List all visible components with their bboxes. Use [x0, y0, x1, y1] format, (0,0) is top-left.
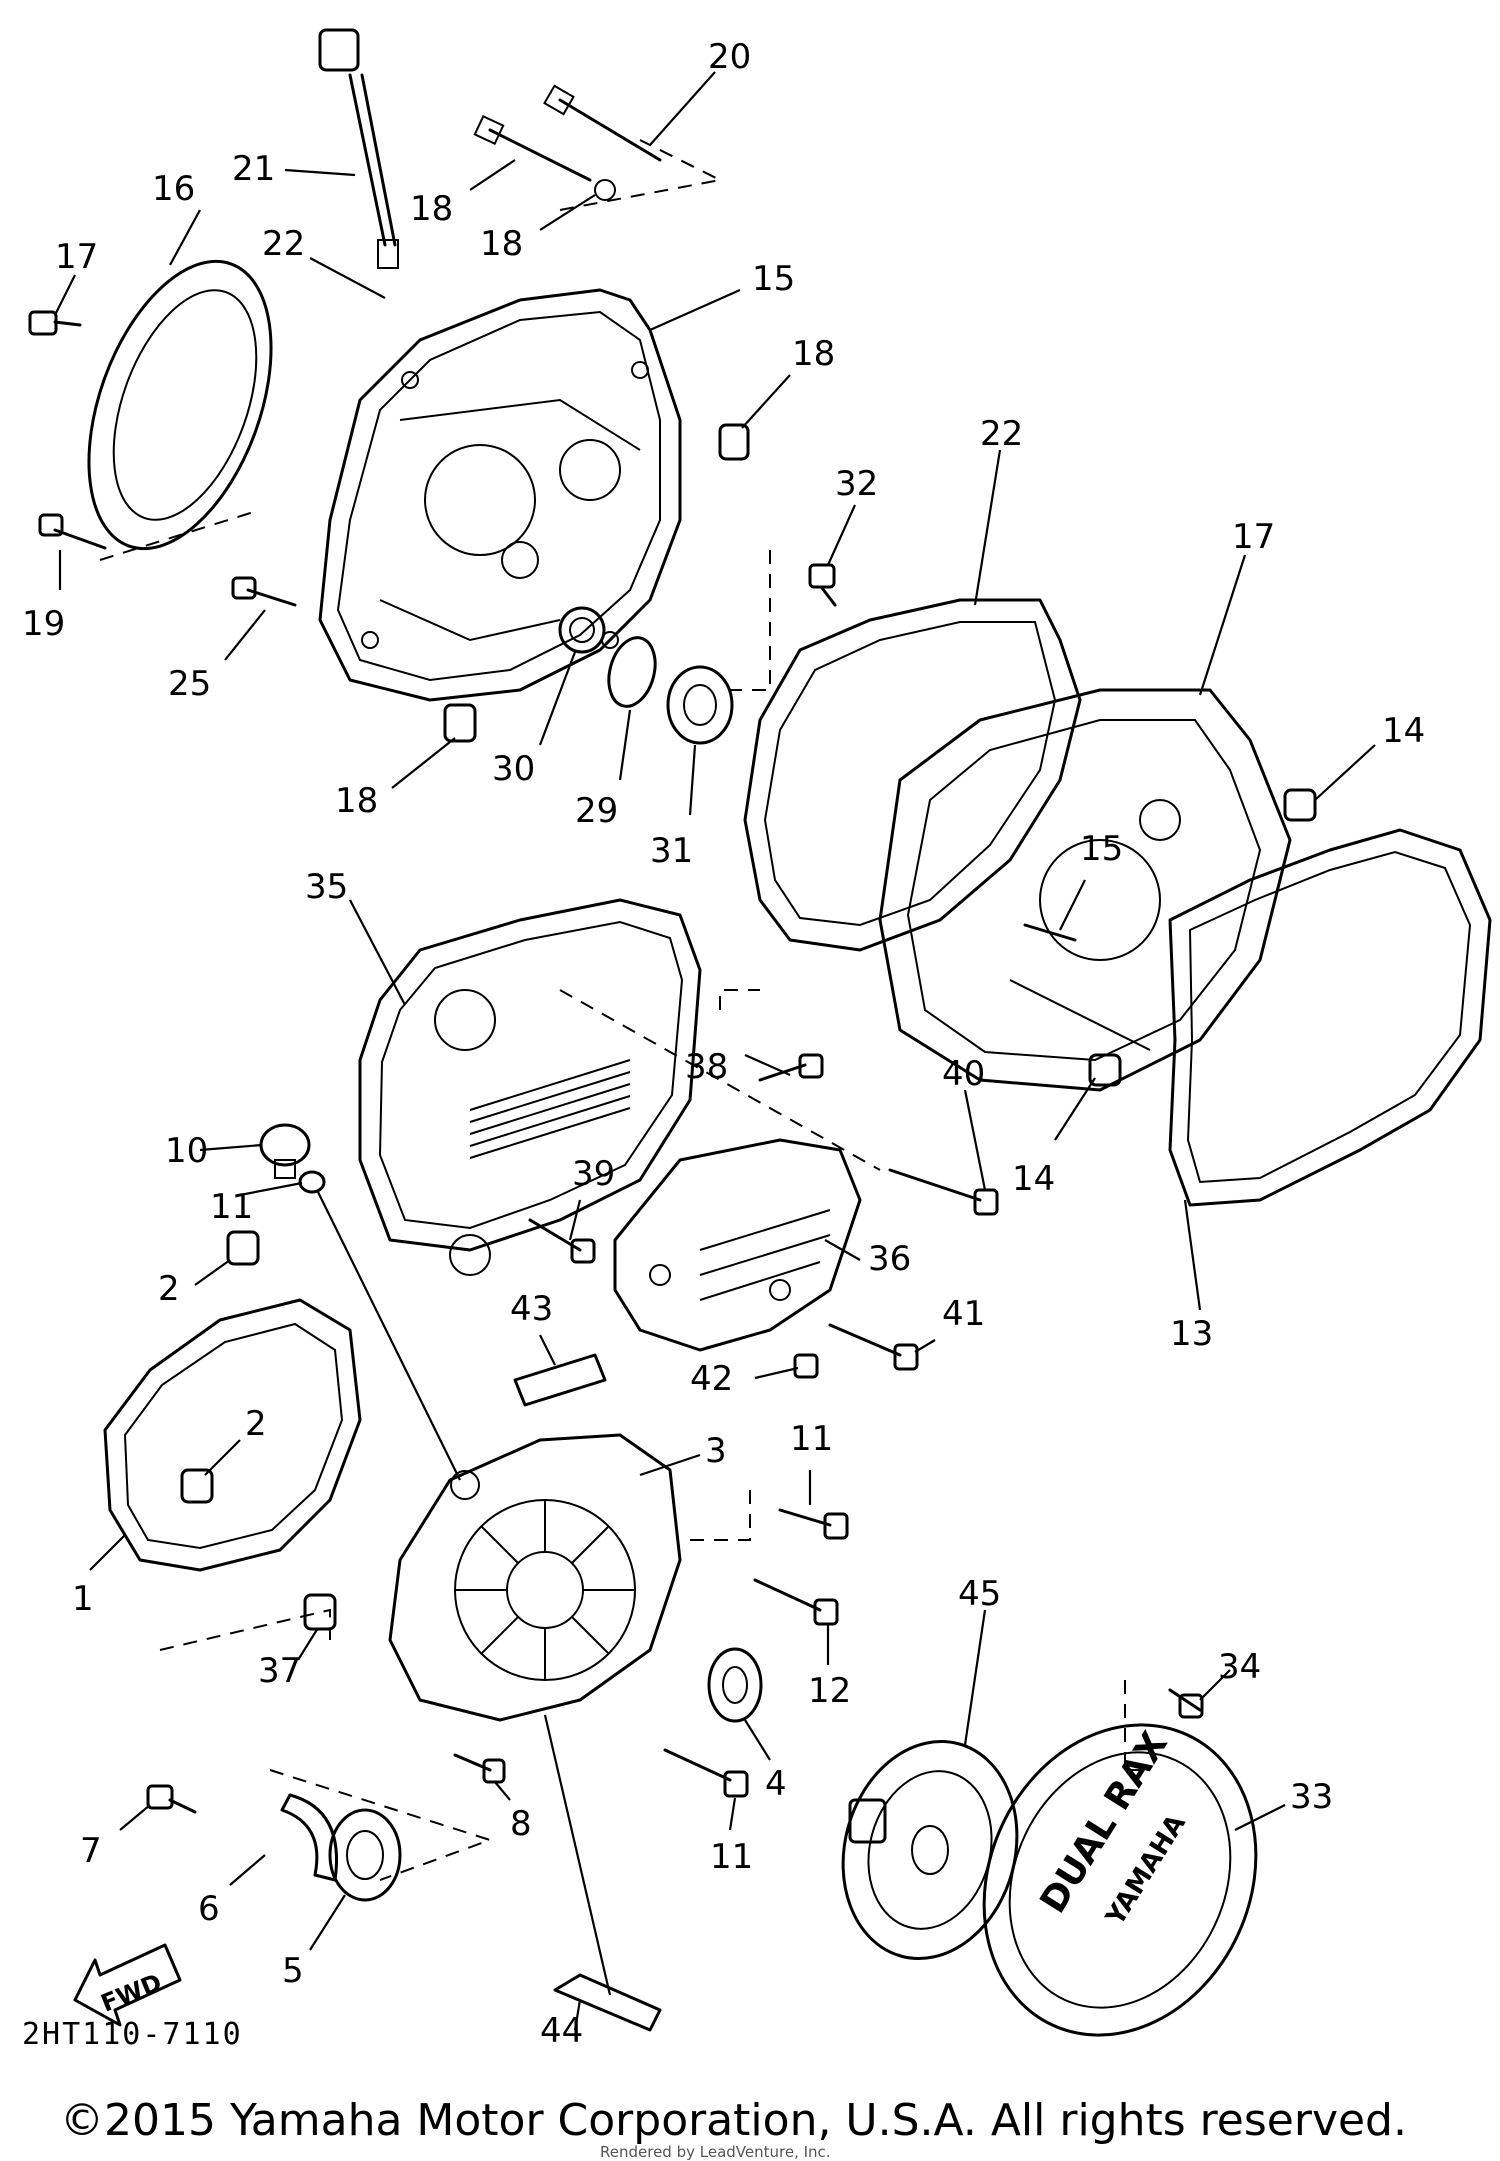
callout-17: 17 [1232, 517, 1275, 557]
flywheel-cover-plate [87, 259, 273, 551]
callout-23: 18 [410, 189, 453, 229]
callout-15: 15 [1080, 829, 1123, 869]
callout-5: 5 [282, 1951, 304, 1991]
cover-bolts-top [473, 84, 724, 211]
oil-seal-4 [707, 1647, 763, 1723]
callout-22: 22 [980, 414, 1023, 454]
left-crankcase-cover [318, 288, 682, 702]
copyright-notice: ©2015 Yamaha Motor Corporation, U.S.A. A… [60, 2095, 1407, 2146]
callout-21: 17 [55, 237, 98, 277]
callout-30: 30 [492, 749, 535, 789]
callout-24: 18 [480, 224, 523, 264]
callout-16: 15 [752, 259, 795, 299]
bracket-44 [553, 1973, 662, 2032]
callout-36: 36 [868, 1239, 911, 1279]
callout-10: 8 [510, 1804, 532, 1844]
rendered-by-note: Rendered by LeadVenture, Inc. [600, 2143, 831, 2161]
callout-12: 12 [808, 1671, 851, 1711]
callout-31: 31 [650, 831, 693, 871]
bearing-29 [607, 636, 657, 708]
rotor-45 [841, 1739, 1019, 1961]
callout-8: 10 [165, 1131, 208, 1171]
callout-14-lower: 14 [1012, 1159, 1055, 1199]
callout-40: 40 [942, 1054, 985, 1094]
dowel-pin-37 [303, 1593, 337, 1631]
callout-26: 20 [708, 37, 751, 77]
callout-42: 42 [690, 1359, 733, 1399]
callout-labels: 20 21 18 18 16 22 15 17 18 19 25 18 30 2… [22, 37, 1425, 2051]
callout-41: 41 [942, 1294, 985, 1334]
callout-11-upper: 11 [790, 1419, 833, 1459]
diagram-code: 2HT110-7110 [22, 2017, 243, 2052]
dowel-pin-2-upper [226, 1230, 260, 1266]
callout-20: 16 [152, 169, 195, 209]
callout-1: 1 [72, 1579, 94, 1619]
callout-11-lower: 11 [710, 1837, 753, 1877]
callout-19: 19 [22, 604, 65, 644]
callout-18-lower: 18 [335, 781, 378, 821]
callout-28: 22 [262, 224, 305, 264]
callout-7: 7 [80, 1831, 102, 1871]
callout-2-upper: 2 [158, 1269, 180, 1309]
callout-45: 45 [958, 1574, 1001, 1614]
callout-43: 43 [510, 1289, 553, 1329]
callout-14-upper: 14 [1382, 711, 1425, 751]
dowel-pin-2-lower [180, 1468, 214, 1504]
callout-29: 29 [575, 791, 618, 831]
gasket-1 [103, 1298, 362, 1572]
svg-text:FWD: FWD [97, 1968, 166, 2017]
o-ring-9 [298, 1170, 326, 1194]
callout-3: 3 [705, 1431, 727, 1471]
bearing-retainer-6 [280, 1793, 338, 1882]
gasket-13 [1168, 828, 1492, 1207]
dowel-pin-14-upper [1283, 788, 1317, 822]
callout-18-upper: 18 [792, 334, 835, 374]
label-plate-43 [513, 1353, 607, 1407]
sprocket-cover-36 [613, 1138, 862, 1352]
callout-4: 4 [765, 1764, 787, 1804]
dowel-pin-lower [443, 703, 477, 743]
generator-cover-33: DUAL RAX YAMAHA [982, 1723, 1258, 2037]
gasket-22 [743, 598, 1082, 952]
right-crankcase-housing [878, 688, 1292, 1092]
callout-6: 6 [198, 1889, 220, 1929]
dowel-pin-upper [718, 423, 750, 461]
crankcase-cover-3 [388, 1433, 682, 1722]
callout-33: 33 [1290, 1777, 1333, 1817]
svg-text:DUAL RAX: DUAL RAX [1033, 1725, 1176, 1921]
dowel-pin-14-lower [1088, 1053, 1122, 1087]
oil-dipstick [318, 28, 399, 269]
callout-32: 32 [835, 464, 878, 504]
callout-34: 34 [1218, 1647, 1261, 1687]
callout-27: 21 [232, 149, 275, 189]
callout-13: 13 [1170, 1314, 1213, 1354]
forward-arrow-icon: FWD [73, 1943, 182, 2027]
callout-25: 25 [168, 664, 211, 704]
callout-44: 44 [540, 2011, 583, 2051]
callout-9: 11 [210, 1187, 253, 1227]
small-bolts-left [28, 310, 297, 607]
callout-37: 37 [258, 1651, 301, 1691]
callout-35: 35 [305, 867, 348, 907]
callout-2-lower: 2 [245, 1404, 267, 1444]
clutch-cover-35 [358, 898, 702, 1276]
bearing-5 [328, 1808, 402, 1902]
bearing-30 [558, 606, 606, 654]
callout-38: 38 [685, 1047, 728, 1087]
oil-seal-31 [666, 665, 734, 745]
callout-39: 39 [572, 1154, 615, 1194]
